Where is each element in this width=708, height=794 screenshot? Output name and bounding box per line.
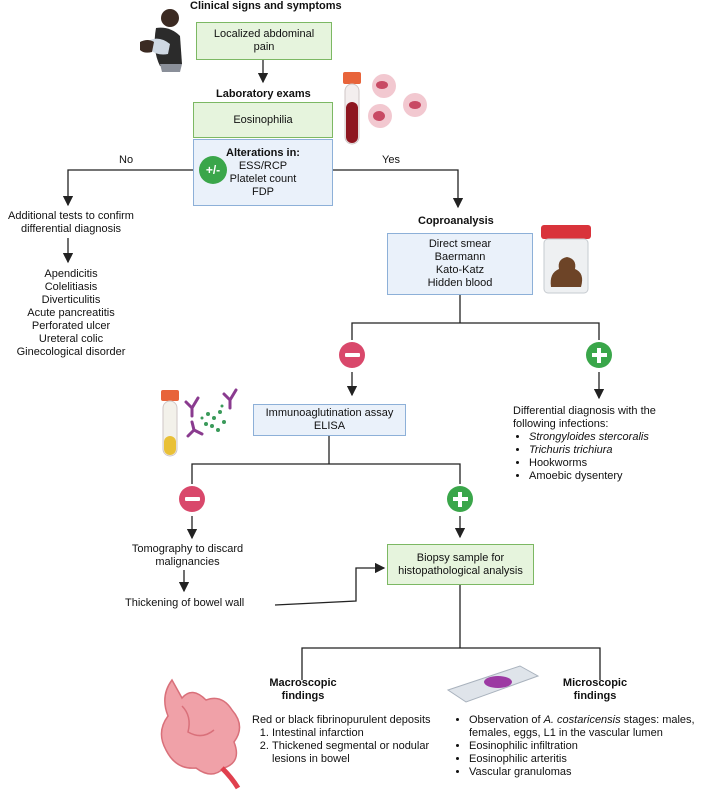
macroscopic-findings-block: Red or black fibrinopurulent deposits In… bbox=[252, 714, 442, 766]
yes-branch-label: Yes bbox=[382, 154, 400, 166]
immunoassay-line: Immunoaglutination assay bbox=[265, 407, 394, 419]
microscopic-findings-block: Observation of A. costaricensis stages: … bbox=[453, 714, 705, 779]
alteration-item: Platelet count bbox=[229, 172, 297, 185]
bowel-wall-thickening-text: Thickening of bowel wall bbox=[125, 597, 245, 609]
species-name: A. costaricensis bbox=[543, 714, 621, 726]
copro-method: Direct smear bbox=[428, 238, 492, 250]
plus-minus-label: +/- bbox=[205, 163, 221, 177]
differential-item: Perforated ulcer bbox=[31, 320, 111, 332]
antibody-icon bbox=[184, 388, 238, 438]
copro-method: Baermann bbox=[434, 251, 486, 263]
abdominal-pain-box: Localized abdominal pain bbox=[196, 22, 332, 60]
alteration-item: ESS/RCP bbox=[238, 159, 288, 172]
microscopic-item: Vascular granulomas bbox=[469, 766, 705, 779]
differential-item: Ureteral colic bbox=[38, 333, 104, 345]
macroscopic-intro: Red or black fibrinopurulent deposits bbox=[252, 714, 431, 726]
microscopic-item: Observation of A. costaricensis stages: … bbox=[469, 714, 705, 740]
plus-minus-badge: +/- bbox=[199, 156, 227, 184]
positive-result-icon bbox=[447, 486, 473, 512]
infection-item: Trichuris trichiura bbox=[529, 444, 613, 456]
differential-item: Colelitiasis bbox=[44, 281, 98, 293]
differential-item: Diverticulitis bbox=[41, 294, 101, 306]
macroscopic-heading: Macroscopic findings bbox=[269, 677, 337, 702]
positive-result-icon bbox=[586, 342, 612, 368]
clinical-signs-heading: Clinical signs and symptoms bbox=[190, 0, 342, 12]
eosinophilia-box: Eosinophilia bbox=[193, 102, 333, 138]
serum-tube-icon bbox=[161, 390, 179, 457]
coproanalysis-box: Direct smear Baermann Kato-Katz Hidden b… bbox=[387, 233, 533, 295]
abdominal-pain-text: Localized abdominal pain bbox=[213, 28, 315, 53]
macroscopic-item: Thickened segmental or nodular lesions i… bbox=[272, 740, 442, 766]
copro-method: Kato-Katz bbox=[435, 264, 485, 276]
microscopic-item: Eosinophilic arteritis bbox=[469, 753, 705, 766]
microscopic-item: Eosinophilic infiltration bbox=[469, 740, 705, 753]
biopsy-box: Biopsy sample for histopathological anal… bbox=[387, 544, 534, 585]
no-branch-label: No bbox=[119, 154, 134, 166]
alterations-title: Alterations in: bbox=[226, 146, 300, 159]
tomography-text: Tomography to discard malignancies bbox=[131, 543, 244, 568]
differential-item: Apendicitis bbox=[44, 268, 98, 280]
person-holding-abdomen-icon bbox=[140, 9, 182, 72]
immunoassay-box: Immunoaglutination assay ELISA bbox=[253, 404, 406, 436]
stool-container-icon bbox=[541, 225, 591, 294]
eosinophil-cells-icon bbox=[368, 74, 427, 128]
differential-infections-block: Differential diagnosis with the followin… bbox=[513, 405, 701, 483]
differential-infections-intro: Differential diagnosis with the followin… bbox=[513, 405, 656, 430]
laboratory-exams-heading: Laboratory exams bbox=[216, 88, 311, 100]
biopsy-text: Biopsy sample for histopathological anal… bbox=[398, 551, 523, 577]
microscopic-heading: Microscopic findings bbox=[562, 677, 628, 702]
infection-item: Hookworms bbox=[529, 457, 588, 469]
microscope-slide-icon bbox=[446, 665, 540, 703]
differential-list: Apendicitis Colelitiasis Diverticulitis … bbox=[0, 268, 142, 359]
negative-result-icon bbox=[179, 486, 205, 512]
differential-item: Ginecological disorder bbox=[16, 346, 126, 358]
differential-item: Acute pancreatitis bbox=[27, 307, 115, 319]
additional-tests-text: Additional tests to confirm differential… bbox=[8, 210, 134, 235]
intestine-icon bbox=[160, 678, 241, 790]
coproanalysis-heading: Coproanalysis bbox=[418, 215, 494, 227]
alteration-item: FDP bbox=[252, 185, 274, 198]
macroscopic-item: Intestinal infarction bbox=[272, 727, 442, 740]
copro-method: Hidden blood bbox=[427, 277, 493, 289]
eosinophilia-text: Eosinophilia bbox=[233, 113, 293, 126]
immunoassay-line: ELISA bbox=[313, 420, 346, 432]
blood-tube-icon bbox=[343, 72, 361, 145]
infection-item: Amoebic dysentery bbox=[529, 470, 623, 482]
infection-item: Strongyloides stercoralis bbox=[529, 431, 649, 443]
negative-result-icon bbox=[339, 342, 365, 368]
observation-suffix: stages: males, females, eggs, L1 in the … bbox=[469, 714, 695, 739]
observation-prefix: Observation of bbox=[469, 714, 544, 726]
